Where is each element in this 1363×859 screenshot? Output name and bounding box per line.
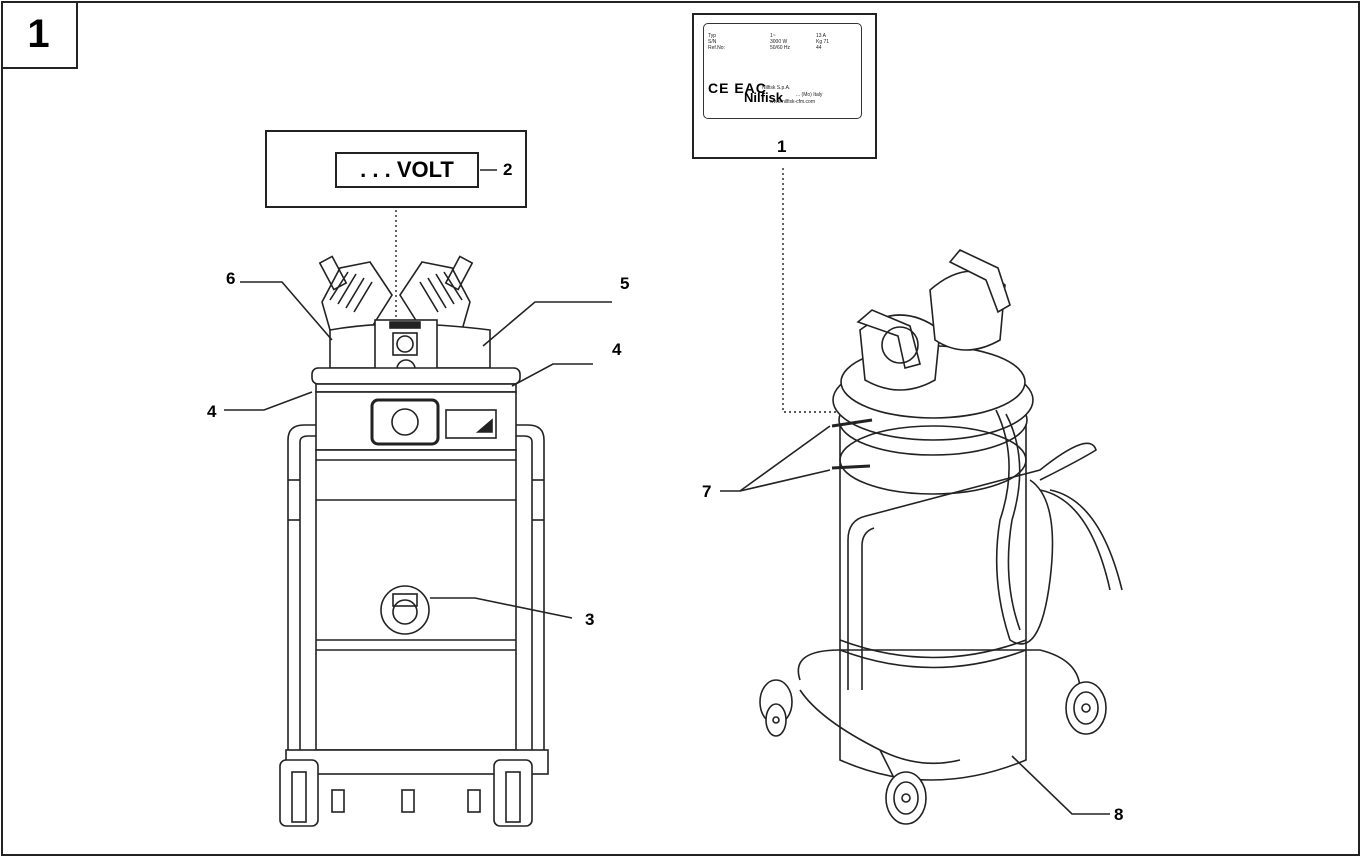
voltage-label: . . . VOLT	[335, 152, 479, 188]
plate-brand: Nilfisk	[744, 90, 784, 105]
plate-company: Nilfisk S.p.A.	[762, 85, 791, 91]
voltage-label-frame	[265, 130, 527, 208]
certification-marks: CE EAC	[708, 80, 767, 96]
plate-website: www.nilfisk-cfm.com	[770, 99, 816, 105]
callout-6: 6	[226, 269, 236, 288]
left-filter-housing	[318, 255, 393, 331]
right-filter-housing	[399, 255, 474, 331]
callout-4-right: 4	[612, 340, 622, 359]
rating-plate-frame	[692, 13, 877, 159]
callout-2: 2	[503, 160, 513, 179]
plate-address: ... (Mo) Italy	[796, 92, 823, 98]
callout-1: 1	[777, 137, 787, 156]
figure-number: 1	[1, 1, 78, 69]
rating-plate	[703, 23, 862, 119]
callout-4-left: 4	[207, 402, 217, 421]
callout-5: 5	[620, 274, 630, 293]
callout-8: 8	[1114, 805, 1124, 824]
callout-3: 3	[585, 610, 595, 629]
callout-7: 7	[702, 482, 712, 501]
